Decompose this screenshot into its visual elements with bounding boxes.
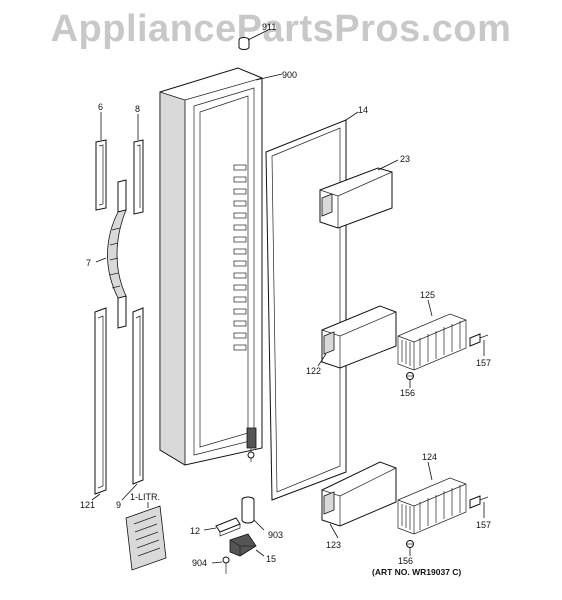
label-125: 125 — [420, 290, 435, 300]
clip-156-upper — [406, 372, 414, 380]
label-122: 122 — [306, 366, 321, 376]
label-6: 6 — [98, 102, 103, 112]
label-15: 15 — [266, 554, 276, 564]
leader-lines — [91, 29, 485, 564]
handle-cap-6 — [95, 139, 107, 211]
screw-904 — [222, 556, 230, 574]
label-156-upper: 156 — [400, 388, 415, 398]
label-14: 14 — [358, 105, 368, 115]
label-8: 8 — [135, 104, 140, 114]
handle-cap-8 — [133, 139, 144, 215]
bracket-12 — [215, 517, 241, 537]
trim-strip-121 — [94, 307, 107, 495]
clip-156-lower — [406, 540, 414, 548]
label-12: 12 — [190, 526, 200, 536]
wire-basket-125 — [397, 313, 467, 371]
part-labels: 911 900 14 23 6 8 7 125 157 156 122 124 … — [80, 22, 491, 577]
hinge-cam-15 — [229, 533, 257, 557]
screw-157-upper — [469, 333, 489, 347]
label-903: 903 — [268, 530, 283, 540]
instruction-card-1-litr — [125, 505, 167, 571]
damper-903 — [241, 496, 255, 524]
label-157-upper: 157 — [476, 358, 491, 368]
outer-door-900 — [159, 67, 263, 466]
door-gasket-14 — [265, 119, 347, 501]
door-dimples — [233, 164, 247, 351]
door-bin-123 — [321, 461, 397, 527]
label-900: 900 — [282, 70, 297, 80]
label-7: 7 — [86, 258, 91, 268]
label-23: 23 — [400, 154, 410, 164]
handle-7 — [107, 179, 127, 329]
art-number: (ART NO. WR19037 C) — [372, 567, 461, 577]
screw-157-lower — [469, 495, 489, 509]
label-157-lower: 157 — [476, 520, 491, 530]
door-bin-122 — [321, 305, 397, 369]
wire-basket-124 — [397, 477, 467, 535]
label-9: 9 — [116, 500, 121, 510]
label-911: 911 — [262, 22, 276, 32]
label-904: 904 — [192, 558, 207, 568]
top-bushing-911 — [238, 37, 250, 50]
label-123: 123 — [326, 540, 341, 550]
trim-strip-9 — [132, 307, 144, 485]
label-156-lower: 156 — [398, 556, 413, 566]
door-bin-23 — [319, 167, 393, 229]
label-1-litr: 1-LITR. — [130, 492, 160, 502]
label-124: 124 — [422, 452, 437, 462]
label-121: 121 — [80, 500, 95, 510]
